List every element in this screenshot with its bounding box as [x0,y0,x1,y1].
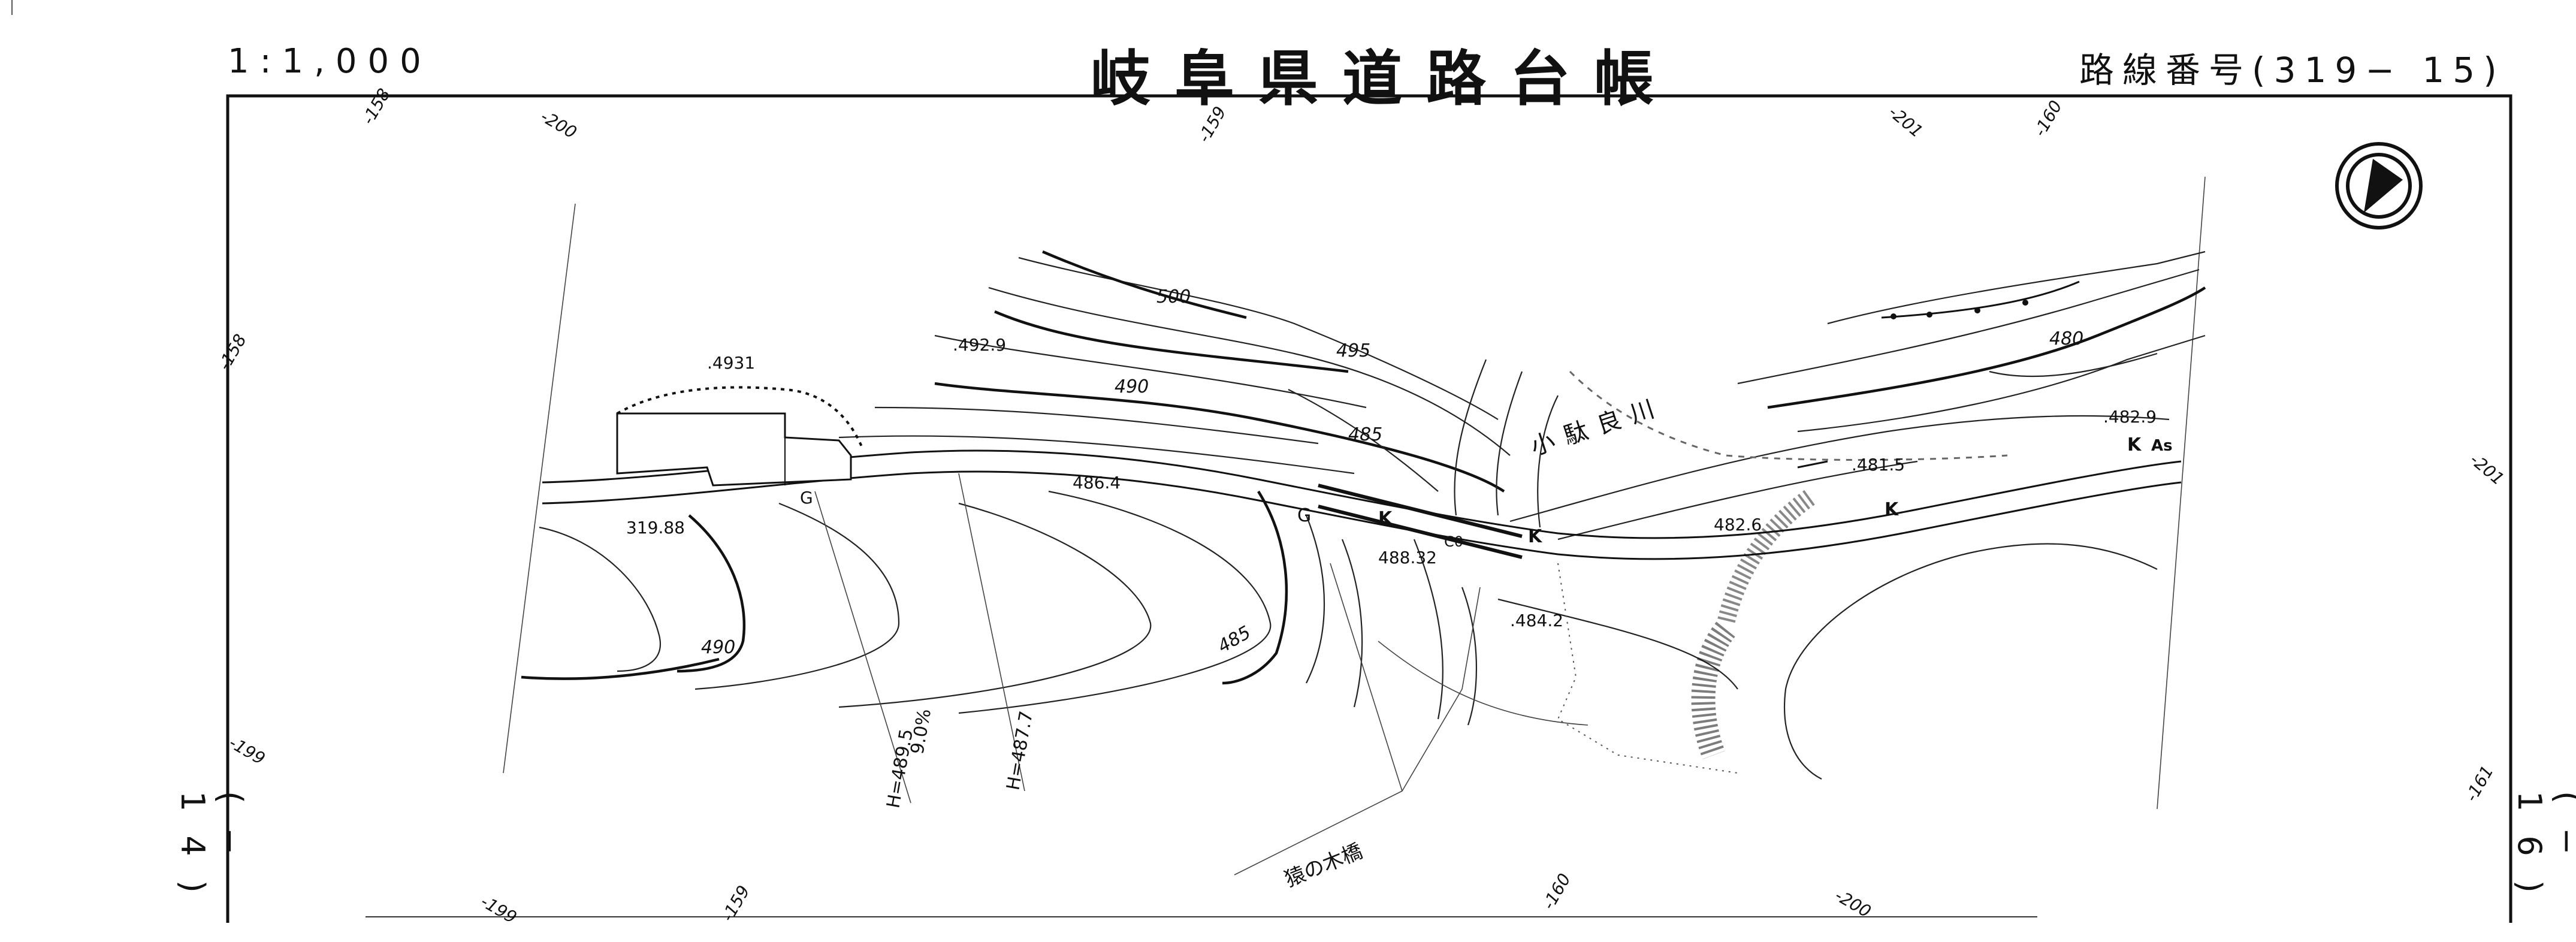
grid-tick: -201 [1885,102,1927,141]
elevation-label: .484.2 [1510,611,1563,630]
road-mark: G [1297,505,1311,526]
contour-label-495: 495 [1336,340,1370,361]
road-mark: K [2127,434,2142,455]
bridge-lines [814,473,1738,875]
grid-tick: -159 [1194,103,1230,146]
adjacent-sheet-left: (− 14) [174,791,249,917]
elevation-label: 488.32 [1378,548,1437,567]
elevation-label: 482.6 [1714,515,1762,535]
river [1509,415,2170,541]
map-scale: 1:1,000 [228,42,432,81]
grid-tick: -161 [2461,762,2497,805]
contour-label-480: 480 [2049,328,2083,349]
grid-tick: -201 [2466,449,2508,489]
river-label: 小駄良川 [1527,392,1668,461]
sheet-boundary-right [2157,176,2206,810]
grid-tick: -158 [358,85,394,128]
benchmark-label: 319.88 [626,518,685,538]
grid-tick: -199 [478,891,521,927]
grid-tick: -159 [717,882,753,925]
elevation-label: .492.9 [953,335,1006,355]
road-mark: K [1885,499,1899,520]
road-mark: G [800,488,813,508]
road-mark: As [2151,437,2173,455]
contour-label-485-south: 485 [1215,622,1255,657]
grid-tick: -199 [226,732,269,768]
north-arrow-icon [2335,142,2423,230]
grid-tick: -160 [1538,870,1574,913]
embankment [1569,370,2158,780]
elevation-label: 486.4 [1073,473,1121,493]
route-number: 路線番号(319− 15) [2079,50,2505,90]
contour-label-500: 500 [1156,286,1191,307]
sheet-boundary-left [503,203,576,774]
contour-lines-east [1737,250,2206,433]
map-frame [226,94,2512,923]
grid-tick: -200 [1832,885,1875,921]
building [616,386,864,487]
map-labels: 小駄良川 猿の木橋 500 495 490 485 480 490 485 .4… [214,85,2508,928]
grid-tick: -158 [214,331,250,374]
contour-label-485: 485 [1348,424,1382,445]
elevation-label: .481.5 [1852,455,1905,475]
contour-label-490-south: 490 [701,637,735,658]
contour-lines-north [838,250,1559,528]
contour-label-490: 490 [1115,376,1149,397]
road-mark: C0 [1444,533,1463,550]
elevation-label: .482.9 [2103,407,2157,427]
grade-label: 9.0% [907,707,935,756]
road-mark: K [1378,508,1393,529]
grid-tick: -200 [537,106,581,142]
grid-tick: -160 [2030,97,2065,140]
elevation-label: .4931 [707,353,755,373]
contour-lines-south [521,490,1738,726]
page-title: 岐阜県道路台帳 [1091,44,1678,114]
road-mark: K [1528,526,1543,547]
adjacent-sheet-right: (− 16) [2511,791,2576,917]
height-label: H=487.7 [1002,709,1037,792]
bridge-label: 猿の木橋 [1281,839,1366,892]
